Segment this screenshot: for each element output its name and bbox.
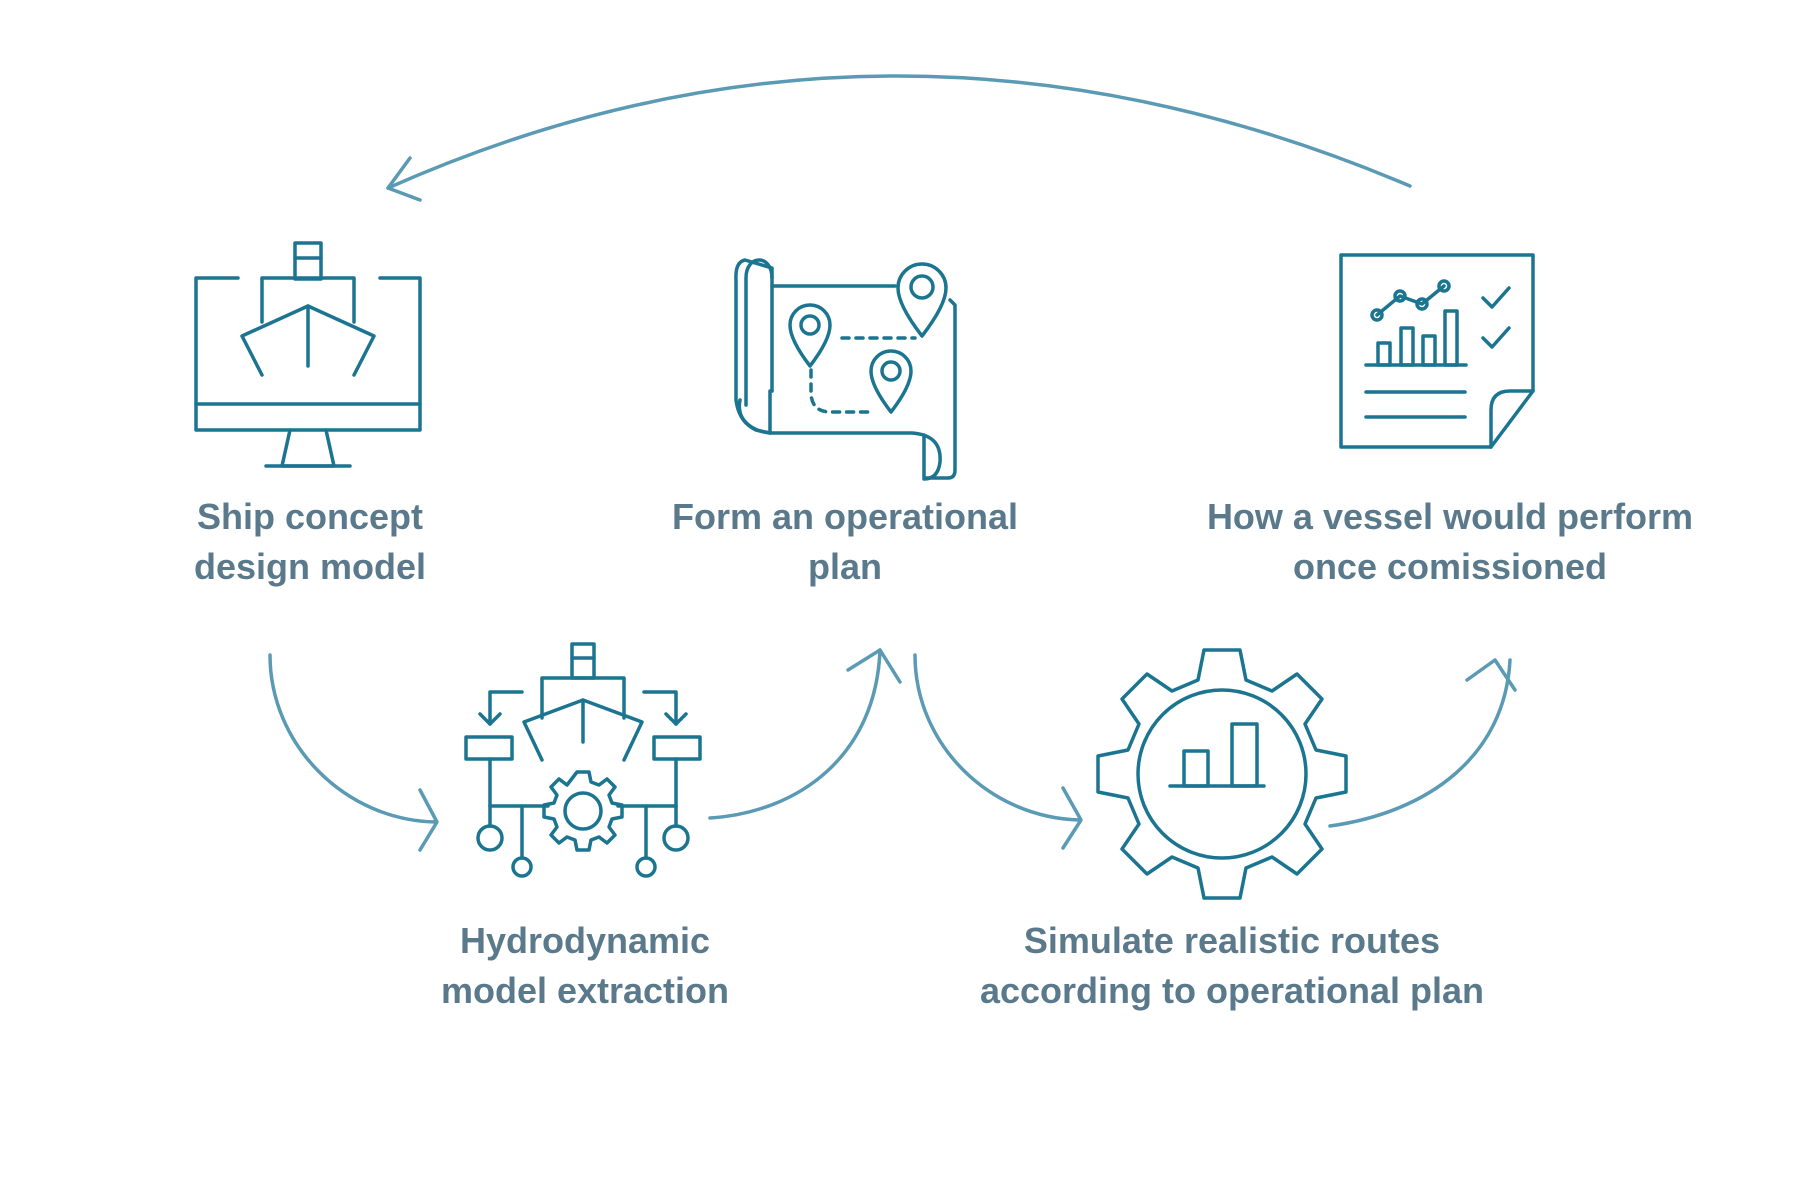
arrow-ship-to-hydrodynamic: [268, 653, 439, 852]
arrow-hydrodynamic-to-plan: [708, 648, 902, 820]
arrow-plan-to-simulate: [913, 653, 1083, 850]
ship-gear-circuit-icon: [464, 642, 702, 878]
flow-arrows: [268, 74, 1517, 852]
step-label-line: How a vessel would perform: [1206, 496, 1694, 537]
step-label-line: Simulate realistic routes: [1023, 920, 1441, 961]
step-label-line: design model: [193, 546, 427, 587]
step-label-vessel-performance: How a vessel would perform once comissio…: [1180, 492, 1720, 592]
step-label-operational-plan: Form an operational plan: [645, 492, 1045, 592]
step-label-line: Ship concept: [196, 496, 424, 537]
step-label-line: Hydrodynamic: [459, 920, 711, 961]
step-label-line: according to operational plan: [979, 970, 1485, 1011]
map-pins-icon: [734, 258, 957, 481]
step-label-line: once comissioned: [1292, 546, 1608, 587]
monitor-ship-icon: [194, 241, 422, 468]
report-document-icon: [1339, 253, 1535, 449]
step-label-hydrodynamic: Hydrodynamic model extraction: [410, 916, 760, 1016]
gear-chart-icon: [1096, 648, 1348, 900]
step-label-line: Form an operational: [671, 496, 1019, 537]
return-arrow: [386, 74, 1412, 202]
step-label-simulate-routes: Simulate realistic routes according to o…: [962, 916, 1502, 1016]
step-label-ship-concept: Ship concept design model: [150, 492, 470, 592]
step-label-line: model extraction: [440, 970, 730, 1011]
step-label-line: plan: [807, 546, 882, 587]
arrow-simulate-to-performance: [1328, 658, 1517, 828]
